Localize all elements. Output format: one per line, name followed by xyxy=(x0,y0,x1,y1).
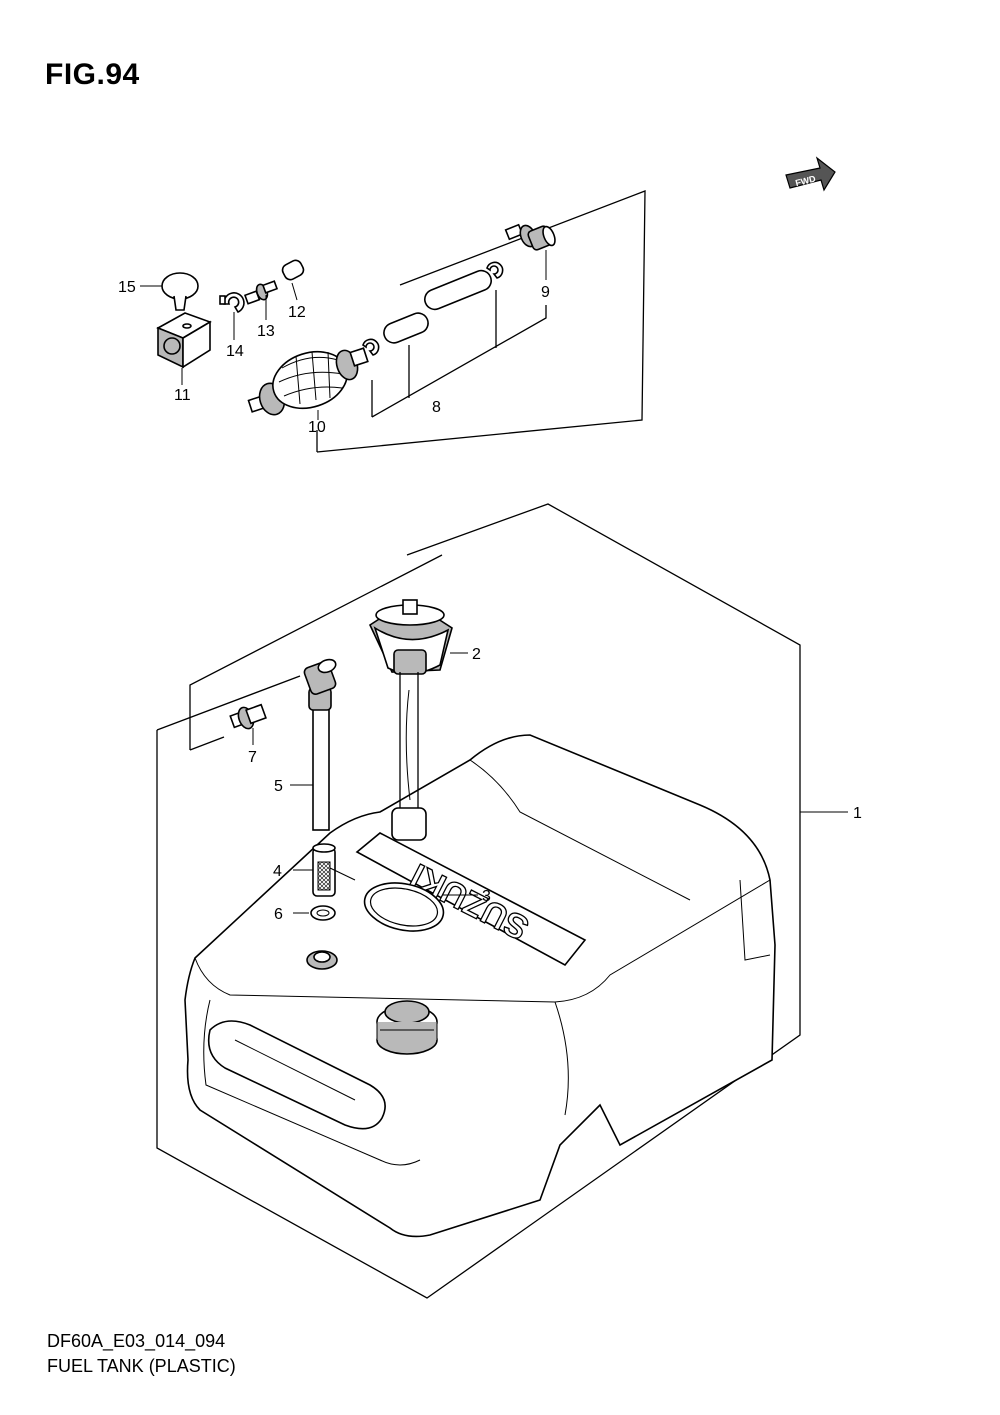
callout-10: 10 xyxy=(308,419,326,436)
figure-code: DF60A_E03_014_094 xyxy=(47,1331,226,1351)
callout-1: 1 xyxy=(853,805,862,822)
strainer-part xyxy=(312,843,336,897)
fuel-tank-part: SUZUKI xyxy=(184,734,776,1238)
push-rivet-part xyxy=(161,272,199,311)
washer-part xyxy=(310,905,336,921)
callout-15: 15 xyxy=(118,279,136,296)
suction-pipe-part xyxy=(303,658,337,831)
callout-12: 12 xyxy=(288,304,306,321)
callout-6: 6 xyxy=(274,906,283,923)
callout-11: 11 xyxy=(174,387,191,404)
fwd-label: FWD xyxy=(794,173,817,188)
connector-part xyxy=(504,223,556,251)
callout-2: 2 xyxy=(472,646,481,663)
short-hose-part xyxy=(281,259,305,281)
clip-part xyxy=(219,292,245,314)
primer-bulb-part xyxy=(247,347,369,416)
fwd-arrow-icon: FWD xyxy=(785,156,836,192)
o-ring-part xyxy=(363,882,445,932)
callout-7: 7 xyxy=(248,749,257,766)
callout-labels: 1 2 3 4 5 6 7 8 9 10 11 12 13 14 15 xyxy=(118,279,862,923)
holder-block-part xyxy=(156,312,212,369)
figure-title: FIG.94 xyxy=(45,58,140,91)
fuel-gauge-part xyxy=(368,599,453,841)
leader-lines xyxy=(140,250,848,914)
hose-assembly-group xyxy=(316,190,646,453)
callout-9: 9 xyxy=(541,284,550,301)
fitting-part xyxy=(229,703,267,730)
callout-5: 5 xyxy=(274,778,283,795)
callout-3: 3 xyxy=(482,888,491,905)
tank-assembly-group xyxy=(156,503,801,1299)
callout-14: 14 xyxy=(226,343,244,360)
callout-13: 13 xyxy=(257,323,275,340)
fuel-hose-part xyxy=(362,261,504,356)
nipple-part xyxy=(243,280,279,305)
figure-name: FUEL TANK (PLASTIC) xyxy=(47,1356,236,1376)
callout-4: 4 xyxy=(273,863,282,880)
callout-8: 8 xyxy=(432,399,441,416)
